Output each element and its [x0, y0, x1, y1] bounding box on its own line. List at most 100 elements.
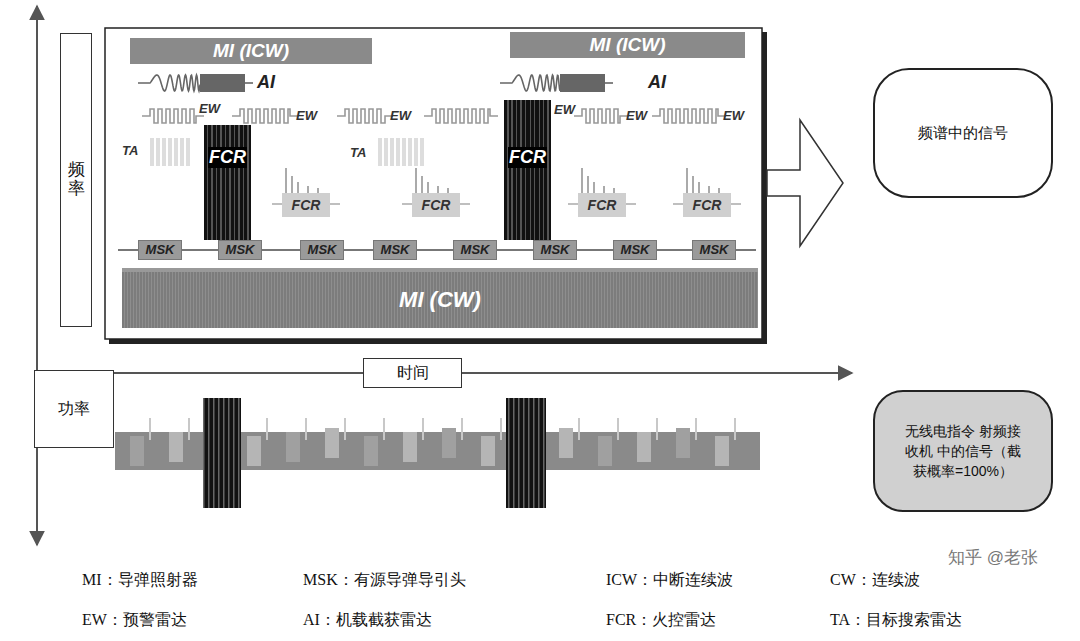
- node-text: 频谱中的信号: [918, 124, 1008, 141]
- fcr-burst: FCR: [504, 100, 551, 240]
- node-text: MI (ICW): [590, 34, 666, 56]
- msk-box: MSK: [300, 240, 344, 260]
- axis-label-box: 频率: [60, 33, 92, 327]
- signal-label: AI: [257, 72, 275, 93]
- fcr-spike: [427, 182, 429, 193]
- fcr-spike: [421, 176, 423, 193]
- fcr-box: FCR: [282, 193, 330, 217]
- msk-line: [118, 249, 756, 251]
- node-text: MSK: [621, 243, 650, 258]
- ta-pulse: [156, 138, 160, 166]
- power-spike: [734, 418, 736, 440]
- signal-label: EW: [554, 102, 575, 117]
- ew-waveform: [337, 109, 393, 123]
- ta-pulse: [162, 138, 166, 166]
- legend-text: MI：导弹照射器: [82, 570, 198, 591]
- power-fcr-burst: [506, 398, 546, 508]
- power-pulse: [676, 428, 690, 458]
- power-pulse: [364, 436, 378, 466]
- fcr-spike: [698, 182, 700, 193]
- signal-label: EW: [723, 108, 744, 123]
- ta-pulse: [180, 138, 184, 166]
- power-pulse: [325, 428, 339, 458]
- node-text: FCR: [588, 197, 617, 213]
- ta-pulse: [174, 138, 178, 166]
- power-spike: [656, 418, 658, 440]
- legend-text: TA：目标搜索雷达: [830, 610, 962, 631]
- big-arrow: [767, 120, 843, 246]
- node-text: MSK: [700, 243, 729, 258]
- frequency-axis: [36, 6, 38, 545]
- signal-label: EW: [296, 108, 317, 123]
- node-text: MSK: [541, 243, 570, 258]
- fcr-burst: FCR: [204, 125, 251, 240]
- legend-text: CW：连续波: [830, 570, 920, 591]
- fcr-spike: [603, 186, 605, 193]
- power-spike: [383, 418, 385, 440]
- legend-text: MSK：有源导弹导引头: [303, 570, 466, 591]
- fcr-box: FCR: [683, 193, 731, 217]
- node-text: MSK: [308, 243, 337, 258]
- msk-box: MSK: [138, 240, 182, 260]
- node-text: MSK: [461, 243, 490, 258]
- power-spike: [188, 418, 190, 440]
- power-pulse: [442, 428, 456, 458]
- power-pulse: [247, 436, 261, 466]
- ta-pulse: [150, 138, 154, 166]
- node-text: FCR: [508, 147, 547, 168]
- msk-box: MSK: [613, 240, 657, 260]
- ai-tail: [245, 82, 253, 84]
- node-text: 频率: [68, 161, 85, 198]
- ta-pulse: [168, 138, 172, 166]
- msk-box: MSK: [692, 240, 736, 260]
- fcr-spike: [291, 176, 293, 193]
- legend-text: ICW：中断连续波: [606, 570, 733, 591]
- ta-pulse: [396, 138, 400, 166]
- node-text: FCR: [422, 197, 451, 213]
- signal-label: EW: [390, 108, 411, 123]
- ta-pulse: [402, 138, 406, 166]
- msk-box: MSK: [533, 240, 577, 260]
- power-spike: [344, 418, 346, 440]
- power-spike: [578, 418, 580, 440]
- power-spike: [422, 418, 424, 440]
- signal-label: EW: [199, 101, 220, 116]
- signal-label: EW: [626, 108, 647, 123]
- power-pulse: [286, 432, 300, 462]
- msk-box: MSK: [218, 240, 262, 260]
- ai-chirp: [500, 75, 560, 91]
- node-text: FCR: [693, 197, 722, 213]
- fcr-spike: [708, 186, 710, 193]
- power-spike: [149, 418, 151, 440]
- rounded-box: 频谱中的信号: [873, 68, 1053, 198]
- power-pulse: [169, 432, 183, 462]
- axis-label-box: 功率: [34, 370, 114, 448]
- signal-label: TA: [122, 143, 138, 158]
- power-spike: [266, 418, 268, 440]
- power-spike: [500, 418, 502, 440]
- msk-box: MSK: [453, 240, 497, 260]
- fcr-spike: [593, 182, 595, 193]
- axis-label-box: 时间: [363, 358, 462, 388]
- msk-box: MSK: [373, 240, 417, 260]
- ew-waveform: [424, 109, 498, 123]
- watermark: 知乎 @老张: [948, 546, 1038, 569]
- power-pulse: [715, 436, 729, 466]
- fcr-spike: [587, 176, 589, 193]
- ta-pulse: [408, 138, 412, 166]
- signal-label: AI: [648, 72, 666, 93]
- node-text: MSK: [226, 243, 255, 258]
- node-text: MI (ICW): [213, 40, 289, 62]
- node-text: 功率: [58, 400, 90, 418]
- power-spike: [305, 418, 307, 440]
- spectrum-panel: [105, 28, 762, 339]
- signal-bar: MI (ICW): [510, 32, 745, 58]
- ta-pulse: [390, 138, 394, 166]
- power-spike: [461, 418, 463, 440]
- power-spike: [695, 418, 697, 440]
- signal-band: MI (CW): [122, 272, 758, 328]
- node-text: 时间: [397, 364, 429, 382]
- fcr-spike: [307, 186, 309, 193]
- fcr-spike: [297, 182, 299, 193]
- ew-waveform: [232, 109, 298, 123]
